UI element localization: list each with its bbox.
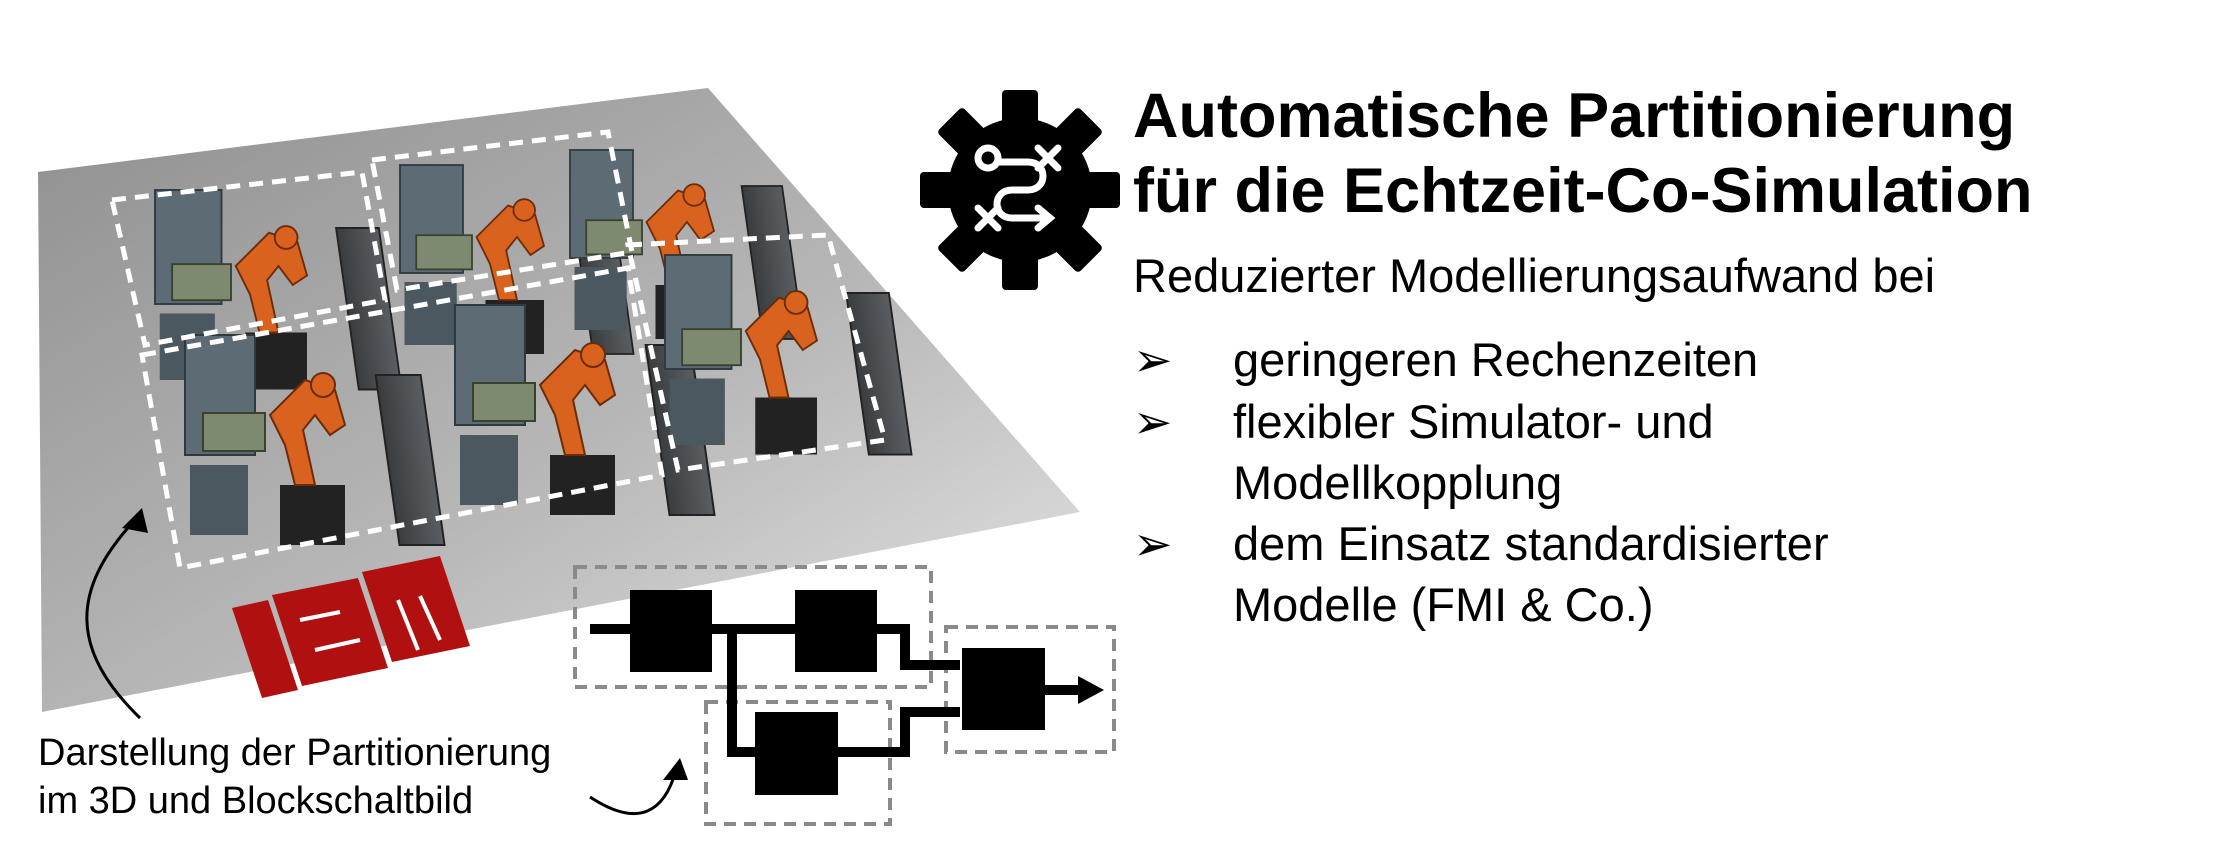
block-4	[962, 648, 1045, 730]
bullet-text-continued: Modellkopplung	[1233, 456, 1563, 509]
arrow-head-3d	[122, 508, 148, 533]
arrow-head-block	[663, 758, 688, 780]
page-title-line-1: Automatische Partitionierung	[1133, 81, 2016, 151]
block-3	[755, 712, 838, 795]
gear-route-icon	[920, 90, 1120, 290]
bullet-text: flexibler Simulator- und	[1233, 395, 1714, 448]
caption-line-1: Darstellung der Partitionierung	[38, 732, 552, 774]
block-1	[630, 590, 712, 672]
page-title-line-2: für die Echtzeit-Co-Simulation	[1133, 156, 2033, 226]
block-partition-right	[944, 625, 1116, 754]
partition-boxes-3d	[108, 129, 889, 571]
block-partition-top	[573, 565, 933, 689]
bullet-arrow-icon: ➢	[1133, 333, 1173, 386]
caption-line-2: im 3D und Blockschaltbild	[38, 780, 474, 822]
subtitle: Reduzierter Modellierungsaufwand bei	[1133, 249, 1936, 302]
block-diagram	[573, 565, 1116, 826]
bullet-text: geringeren Rechenzeiten	[1233, 333, 1759, 386]
arrow-to-3d-view	[85, 518, 142, 720]
bullet-text-continued: Modelle (FMI & Co.)	[1233, 578, 1654, 631]
block-2	[795, 590, 877, 672]
bullet-arrow-icon: ➢	[1133, 395, 1173, 448]
bullet-arrow-icon: ➢	[1133, 517, 1173, 570]
isw-logo	[232, 556, 470, 698]
bullet-text: dem Einsatz standardisierter	[1233, 517, 1829, 570]
arrow-to-block-diagram	[589, 769, 678, 816]
block-partition-bottom	[704, 700, 892, 826]
